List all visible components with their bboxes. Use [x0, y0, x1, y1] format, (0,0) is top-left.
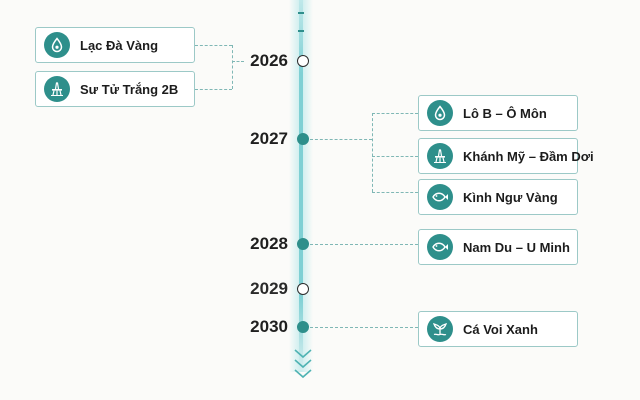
axis-tick	[298, 12, 304, 14]
year-marker-2028	[297, 238, 309, 250]
project-card: Khánh Mỹ – Đầm Dơi	[418, 138, 594, 174]
connector	[310, 327, 418, 328]
connector	[372, 192, 418, 193]
connector	[195, 45, 232, 46]
project-name: Cá Voi Xanh	[463, 321, 538, 337]
oil-drop-icon	[427, 100, 453, 126]
oil-platform-icon	[44, 76, 70, 102]
year-label-2027: 2027	[250, 129, 288, 148]
project-card: Cá Voi Xanh	[418, 311, 578, 347]
connector	[232, 45, 233, 89]
year-label-2030: 2030	[250, 317, 288, 336]
fish-icon	[427, 234, 453, 260]
oil-platform-icon	[427, 143, 453, 169]
year-marker-2027	[297, 133, 309, 145]
project-name: Nam Du – U Minh	[463, 239, 570, 255]
whale-tail-icon	[427, 316, 453, 342]
year-marker-2030	[297, 321, 309, 333]
chevron-down-icon	[293, 348, 313, 387]
project-card: Lạc Đà Vàng	[35, 27, 195, 63]
year-marker-2026	[297, 55, 309, 67]
connector	[372, 113, 373, 192]
year-label-2026: 2026	[250, 51, 288, 70]
project-name: Kình Ngư Vàng	[463, 189, 558, 205]
connector	[232, 61, 244, 62]
project-card: Sư Tử Trắng 2B	[35, 71, 195, 107]
project-name: Lô B – Ô Môn	[463, 105, 547, 121]
connector	[195, 89, 232, 90]
connector	[310, 139, 372, 140]
connector	[372, 113, 418, 114]
connector	[310, 244, 418, 245]
timeline-axis	[299, 0, 303, 370]
project-card: Kình Ngư Vàng	[418, 179, 578, 215]
oil-drop-icon	[44, 32, 70, 58]
project-card: Nam Du – U Minh	[418, 229, 578, 265]
fish-icon	[427, 184, 453, 210]
year-label-2028: 2028	[250, 234, 288, 253]
project-name: Sư Tử Trắng 2B	[80, 81, 179, 97]
axis-tick	[298, 30, 304, 32]
project-name: Lạc Đà Vàng	[80, 37, 159, 53]
project-name: Khánh Mỹ – Đầm Dơi	[463, 148, 594, 164]
year-label-2029: 2029	[250, 279, 288, 298]
connector	[372, 156, 418, 157]
year-marker-2029	[297, 283, 309, 295]
project-card: Lô B – Ô Môn	[418, 95, 578, 131]
